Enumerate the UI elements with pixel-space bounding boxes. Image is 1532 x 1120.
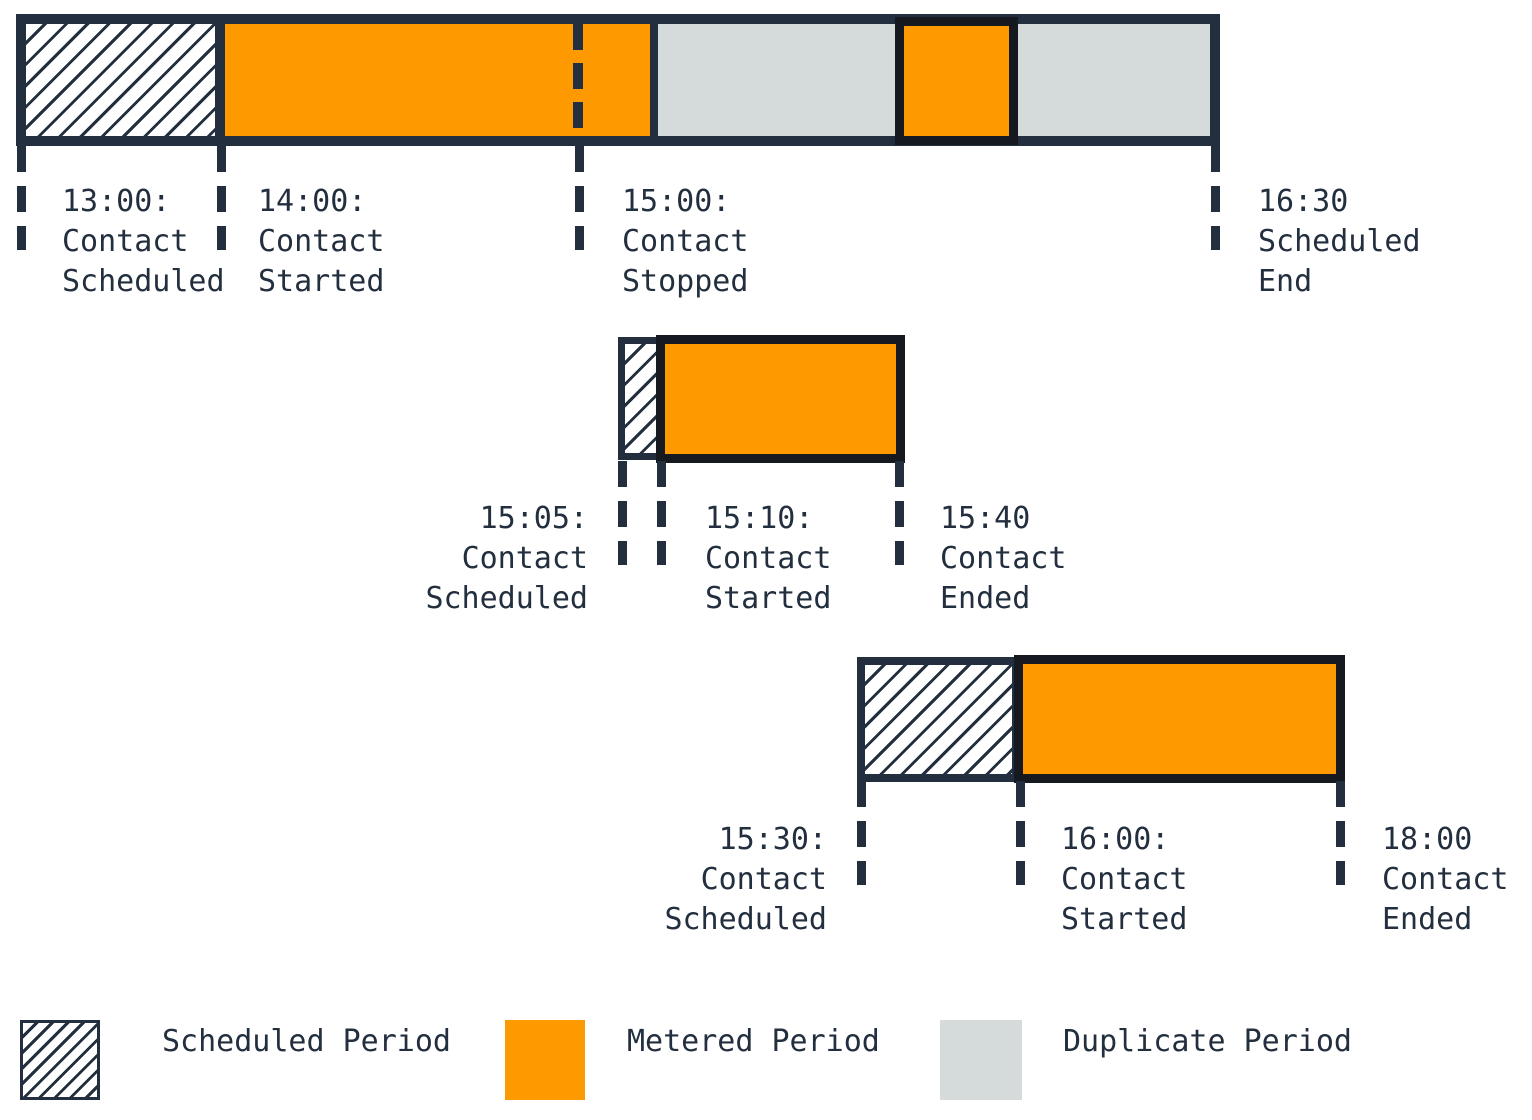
event-tick: [17, 146, 26, 250]
contact-stopped-dashed-line: [573, 24, 583, 136]
scheduled-period-segment: [26, 24, 215, 136]
duplicate-period-swatch: [940, 1020, 1022, 1100]
metered-period-segment: [225, 24, 650, 136]
event-tick: [657, 461, 666, 565]
timeline-contact-1: [16, 14, 1220, 146]
metered-period-box: [1014, 655, 1345, 783]
event-label: 13:00: Contact Scheduled: [62, 184, 225, 299]
duplicate-period-segment: [1018, 24, 1210, 136]
event-label: 15:30: Contact Scheduled: [664, 822, 827, 937]
metered-period-box: [895, 17, 1018, 145]
event-tick: [618, 461, 627, 565]
event-label: 16:30 Scheduled End: [1258, 184, 1421, 299]
event-tick: [1211, 146, 1220, 250]
segment-divider: [650, 24, 658, 136]
event-tick: [895, 461, 904, 565]
event-tick: [217, 146, 226, 250]
legend-label-duplicate: Duplicate Period: [1063, 1024, 1352, 1059]
event-label: 15:00: Contact Stopped: [622, 184, 749, 299]
duplicate-period-segment: [658, 24, 895, 136]
event-label: 16:00: Contact Started: [1061, 822, 1188, 937]
metered-period-box: [656, 335, 905, 463]
event-tick: [1016, 781, 1025, 885]
event-tick: [575, 146, 584, 250]
event-label: 18:00 Contact Ended: [1382, 822, 1509, 937]
event-label: 15:10: Contact Started: [705, 501, 832, 616]
event-label: 14:00: Contact Started: [258, 184, 385, 299]
scheduled-period-segment: [857, 657, 1020, 782]
scheduled-period-swatch: [20, 1020, 100, 1100]
segment-divider: [215, 24, 225, 136]
metered-period-swatch: [505, 1020, 585, 1100]
legend-label-metered: Metered Period: [627, 1024, 880, 1059]
event-tick: [1336, 781, 1345, 885]
event-label: 15:40 Contact Ended: [940, 501, 1067, 616]
event-tick: [857, 781, 866, 885]
legend-label-scheduled: Scheduled Period: [162, 1024, 451, 1059]
event-label: 15:05: Contact Scheduled: [425, 501, 588, 616]
